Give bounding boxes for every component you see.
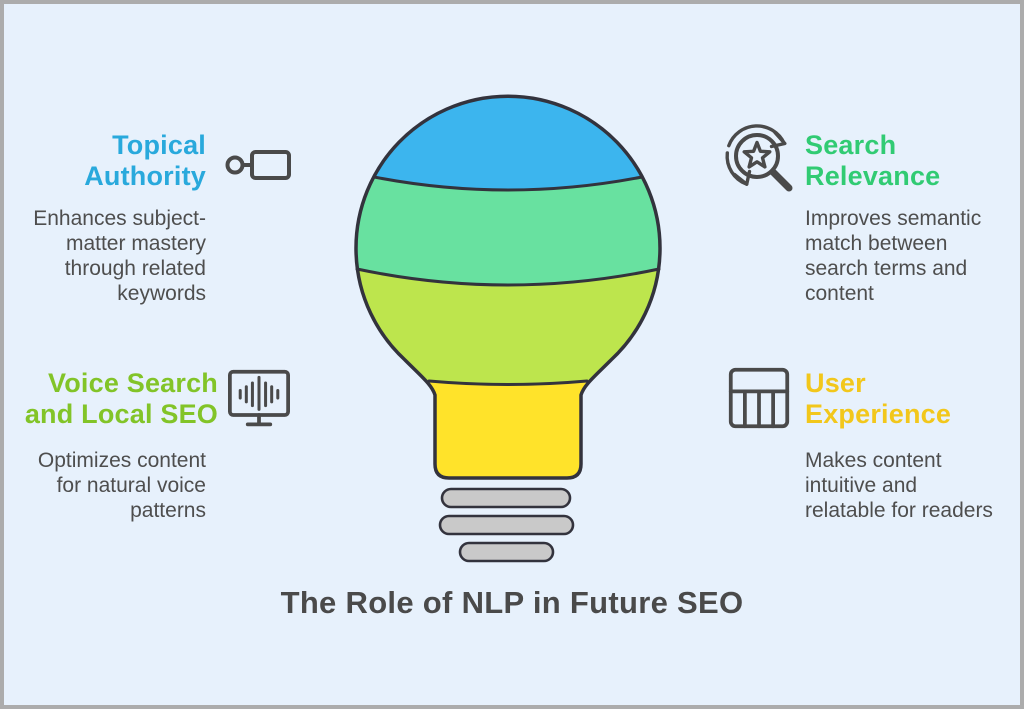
bulb-segments xyxy=(355,96,661,479)
voice-search-description: Optimizes content for natural voice patt… xyxy=(37,449,206,522)
topical-authority-description: Enhances subject- matter mastery through… xyxy=(33,207,206,305)
bulb-dividers xyxy=(355,175,661,386)
user-experience-heading: User Experience xyxy=(805,368,952,429)
bulb-outline xyxy=(354,94,662,480)
layout-grid-icon xyxy=(727,366,791,430)
user-experience-description: Makes content intuitive and relatable fo… xyxy=(805,449,993,522)
screw-thread-1 xyxy=(440,487,572,509)
search-relevance-description: Improves semantic match between search t… xyxy=(805,207,982,305)
key-tag-icon xyxy=(225,143,293,187)
voice-waveform-monitor-icon xyxy=(226,368,292,430)
voice-search-heading: Voice Search and Local SEO xyxy=(24,368,218,429)
search-star-refresh-icon xyxy=(723,123,799,199)
topical-authority-heading: Topical Authority xyxy=(84,130,206,191)
bulb-screw-threads xyxy=(438,487,575,563)
screw-thread-2 xyxy=(438,514,575,536)
search-relevance-heading: Search Relevance xyxy=(805,130,941,191)
screw-thread-3 xyxy=(458,541,555,563)
segmented-lightbulb-illustration xyxy=(330,85,690,585)
page-title: The Role of NLP in Future SEO xyxy=(280,585,744,620)
